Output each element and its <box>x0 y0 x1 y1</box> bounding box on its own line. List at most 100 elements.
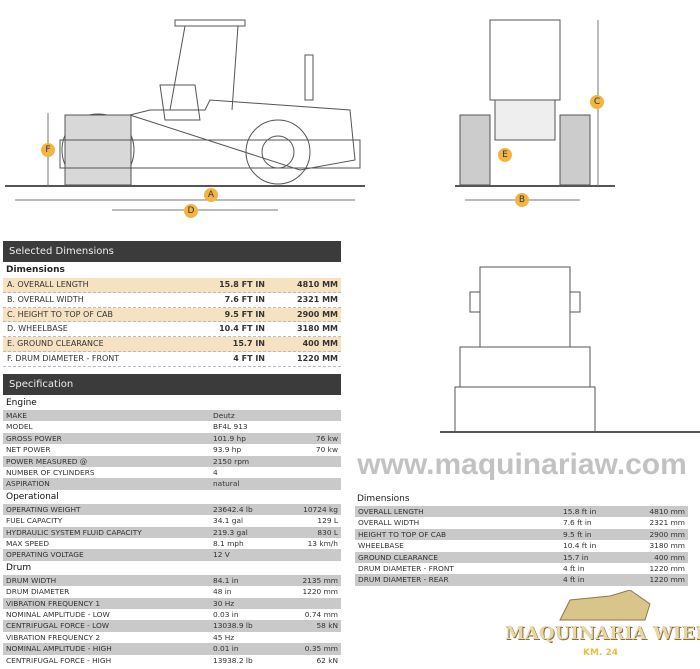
row-imperial: 15.7 in <box>232 339 265 349</box>
row-label: FUEL CAPACITY <box>6 516 63 526</box>
row-imperial: 84.1 in <box>213 575 239 585</box>
row-imperial: 10.4 ft in <box>219 324 265 334</box>
row-imperial: 9.5 ft in <box>224 309 265 319</box>
row-label: DRUM WIDTH <box>6 575 57 585</box>
logo-name: MAQUINARIA WIEBE <box>505 623 700 644</box>
row-label: OVERALL WIDTH <box>358 518 420 528</box>
row-metric: 0.35 mm <box>304 644 338 654</box>
spec-row: VIBRATION FREQUENCY 1 30 Hz <box>3 597 341 609</box>
row-label: DRUM DIAMETER - REAR <box>358 575 449 585</box>
watermark: www.maquinariaw.com <box>357 448 687 481</box>
row-metric: 1220 mm <box>297 354 338 363</box>
row-label: OVERALL LENGTH <box>358 507 424 516</box>
side-view-diagram <box>5 19 365 211</box>
row-imperial: 219.3 gal <box>213 527 248 537</box>
label-c: C <box>590 95 604 109</box>
label-d: D <box>184 204 198 218</box>
label-e: E <box>498 148 512 162</box>
row-imperial: natural <box>213 479 240 489</box>
row-metric: 2321 mm <box>649 518 685 528</box>
bulldozer-icon <box>559 590 651 621</box>
row-metric: 3180 mm <box>297 324 338 334</box>
row-imperial: 15.8 ft in <box>219 280 265 289</box>
row-imperial: BF4L 913 <box>213 422 248 432</box>
row-metric: 0.74 mm <box>304 610 338 619</box>
logo-sub: KM. 24 <box>583 648 619 658</box>
spec-row: OPERATING WEIGHT 23642.4 lb 10724 kg <box>3 503 341 516</box>
row-label: NUMBER OF CYLINDERS <box>6 468 95 477</box>
row-metric: 400 mm <box>302 339 338 349</box>
label-a: A <box>204 188 218 202</box>
row-metric: 10724 kg <box>303 504 338 514</box>
row-label: WHEELBASE <box>358 541 404 551</box>
rear-view-diagram <box>440 266 700 433</box>
dimension-row: D. WHEELBASE 10.4 ft in 3180 mm <box>3 322 341 338</box>
row-imperial: Deutz <box>213 411 235 420</box>
label-b: B <box>515 193 529 207</box>
row-imperial: 4 ft in <box>563 575 585 585</box>
spec-row: NOMINAL AMPLITUDE - LOW 0.03 in 0.74 mm <box>3 609 341 620</box>
row-metric: 2900 mm <box>649 529 685 539</box>
row-label: VIBRATION FREQUENCY 1 <box>6 598 101 608</box>
row-imperial: 4 ft in <box>563 564 585 573</box>
row-metric: 76 kw <box>315 433 338 443</box>
row-label: F. DRUM DIAMETER - FRONT <box>7 354 120 363</box>
row-label: HYDRAULIC SYSTEM FLUID CAPACITY <box>6 527 142 537</box>
row-label: D. WHEELBASE <box>7 324 68 334</box>
maquinaria-wiebe-logo: MAQUINARIA WIEBE KM. 24 <box>505 590 700 669</box>
row-metric: 1220 mm <box>649 575 685 585</box>
row-imperial: 30 Hz <box>213 598 235 608</box>
row-label: NOMINAL AMPLITUDE - HIGH <box>6 644 112 654</box>
row-label: MAKE <box>6 411 27 420</box>
row-label: MAX SPEED <box>6 539 50 548</box>
row-label: OPERATING VOLTAGE <box>6 550 84 560</box>
row-imperial: 4 <box>213 468 218 477</box>
row-imperial: 4 ft in <box>233 354 265 363</box>
row-imperial: 34.1 gal <box>213 516 244 526</box>
row-imperial: 12 V <box>213 550 230 560</box>
row-label: HEIGHT TO TOP OF CAB <box>358 529 447 539</box>
row-label: E. GROUND CLEARANCE <box>7 339 104 349</box>
row-label: VIBRATION FREQUENCY 2 <box>6 632 101 642</box>
row-imperial: 15.7 in <box>563 552 589 562</box>
row-imperial: 23642.4 lb <box>213 504 253 514</box>
row-metric: 1220 mm <box>649 564 685 573</box>
row-metric: 4810 mm <box>297 280 338 289</box>
row-metric: 2321 mm <box>297 294 338 304</box>
dimension-row: E. GROUND CLEARANCE 15.7 in 400 mm <box>3 337 341 352</box>
row-label: CENTRIFUGAL FORCE - HIGH <box>6 655 112 665</box>
dimension-row: DRUM DIAMETER - REAR 4 ft in 1220 mm <box>355 574 688 586</box>
spec-group-title: Engine <box>6 398 37 408</box>
row-label: CENTRIFUGAL FORCE - LOW <box>6 621 110 631</box>
row-metric: 1220 mm <box>302 587 338 597</box>
row-metric: 129 L <box>317 516 338 526</box>
row-metric: 830 L <box>317 527 338 537</box>
row-label: B. OVERALL WIDTH <box>7 294 84 304</box>
side-view-labels: A D F <box>0 0 370 225</box>
row-imperial: 101.9 hp <box>213 433 246 443</box>
row-label: GROUND CLEARANCE <box>358 552 438 562</box>
row-metric: 400 mm <box>654 552 685 562</box>
row-label: NOMINAL AMPLITUDE - LOW <box>6 610 110 619</box>
row-imperial: 0.03 in <box>213 610 239 619</box>
row-imperial: 13038.9 lb <box>213 621 253 631</box>
row-label: A. OVERALL LENGTH <box>7 280 89 289</box>
row-imperial: 8.1 mph <box>213 539 244 548</box>
selected-dimensions-header: Selected Dimensions <box>3 241 341 262</box>
spec-row: POWER MEASURED @2150 rpm <box>3 455 341 467</box>
row-label: OPERATING WEIGHT <box>6 504 81 514</box>
front-view-diagram <box>455 19 615 201</box>
spec-row: HYDRAULIC SYSTEM FLUID CAPACITY 219.3 gal… <box>3 526 341 538</box>
